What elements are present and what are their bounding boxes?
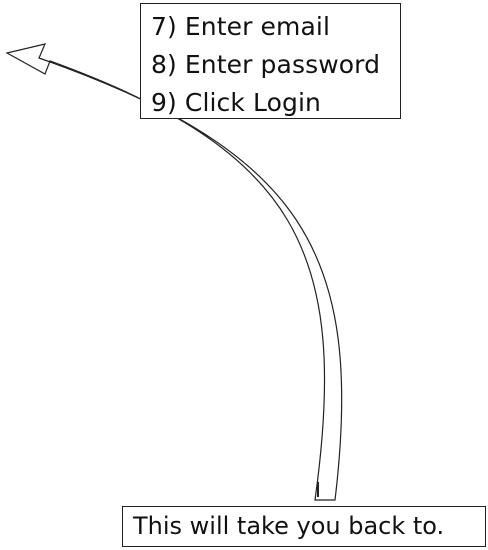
curved-arrow-shape	[5, 43, 343, 501]
note-text: This will take you back to.	[133, 512, 445, 540]
step-enter-email: 7) Enter email	[151, 12, 330, 41]
note-box: This will take you back to.	[122, 506, 486, 547]
step-click-login: 9) Click Login	[151, 88, 321, 117]
instruction-steps-box: 7) Enter email 8) Enter password 9) Clic…	[140, 3, 401, 119]
step-enter-password: 8) Enter password	[151, 50, 381, 79]
